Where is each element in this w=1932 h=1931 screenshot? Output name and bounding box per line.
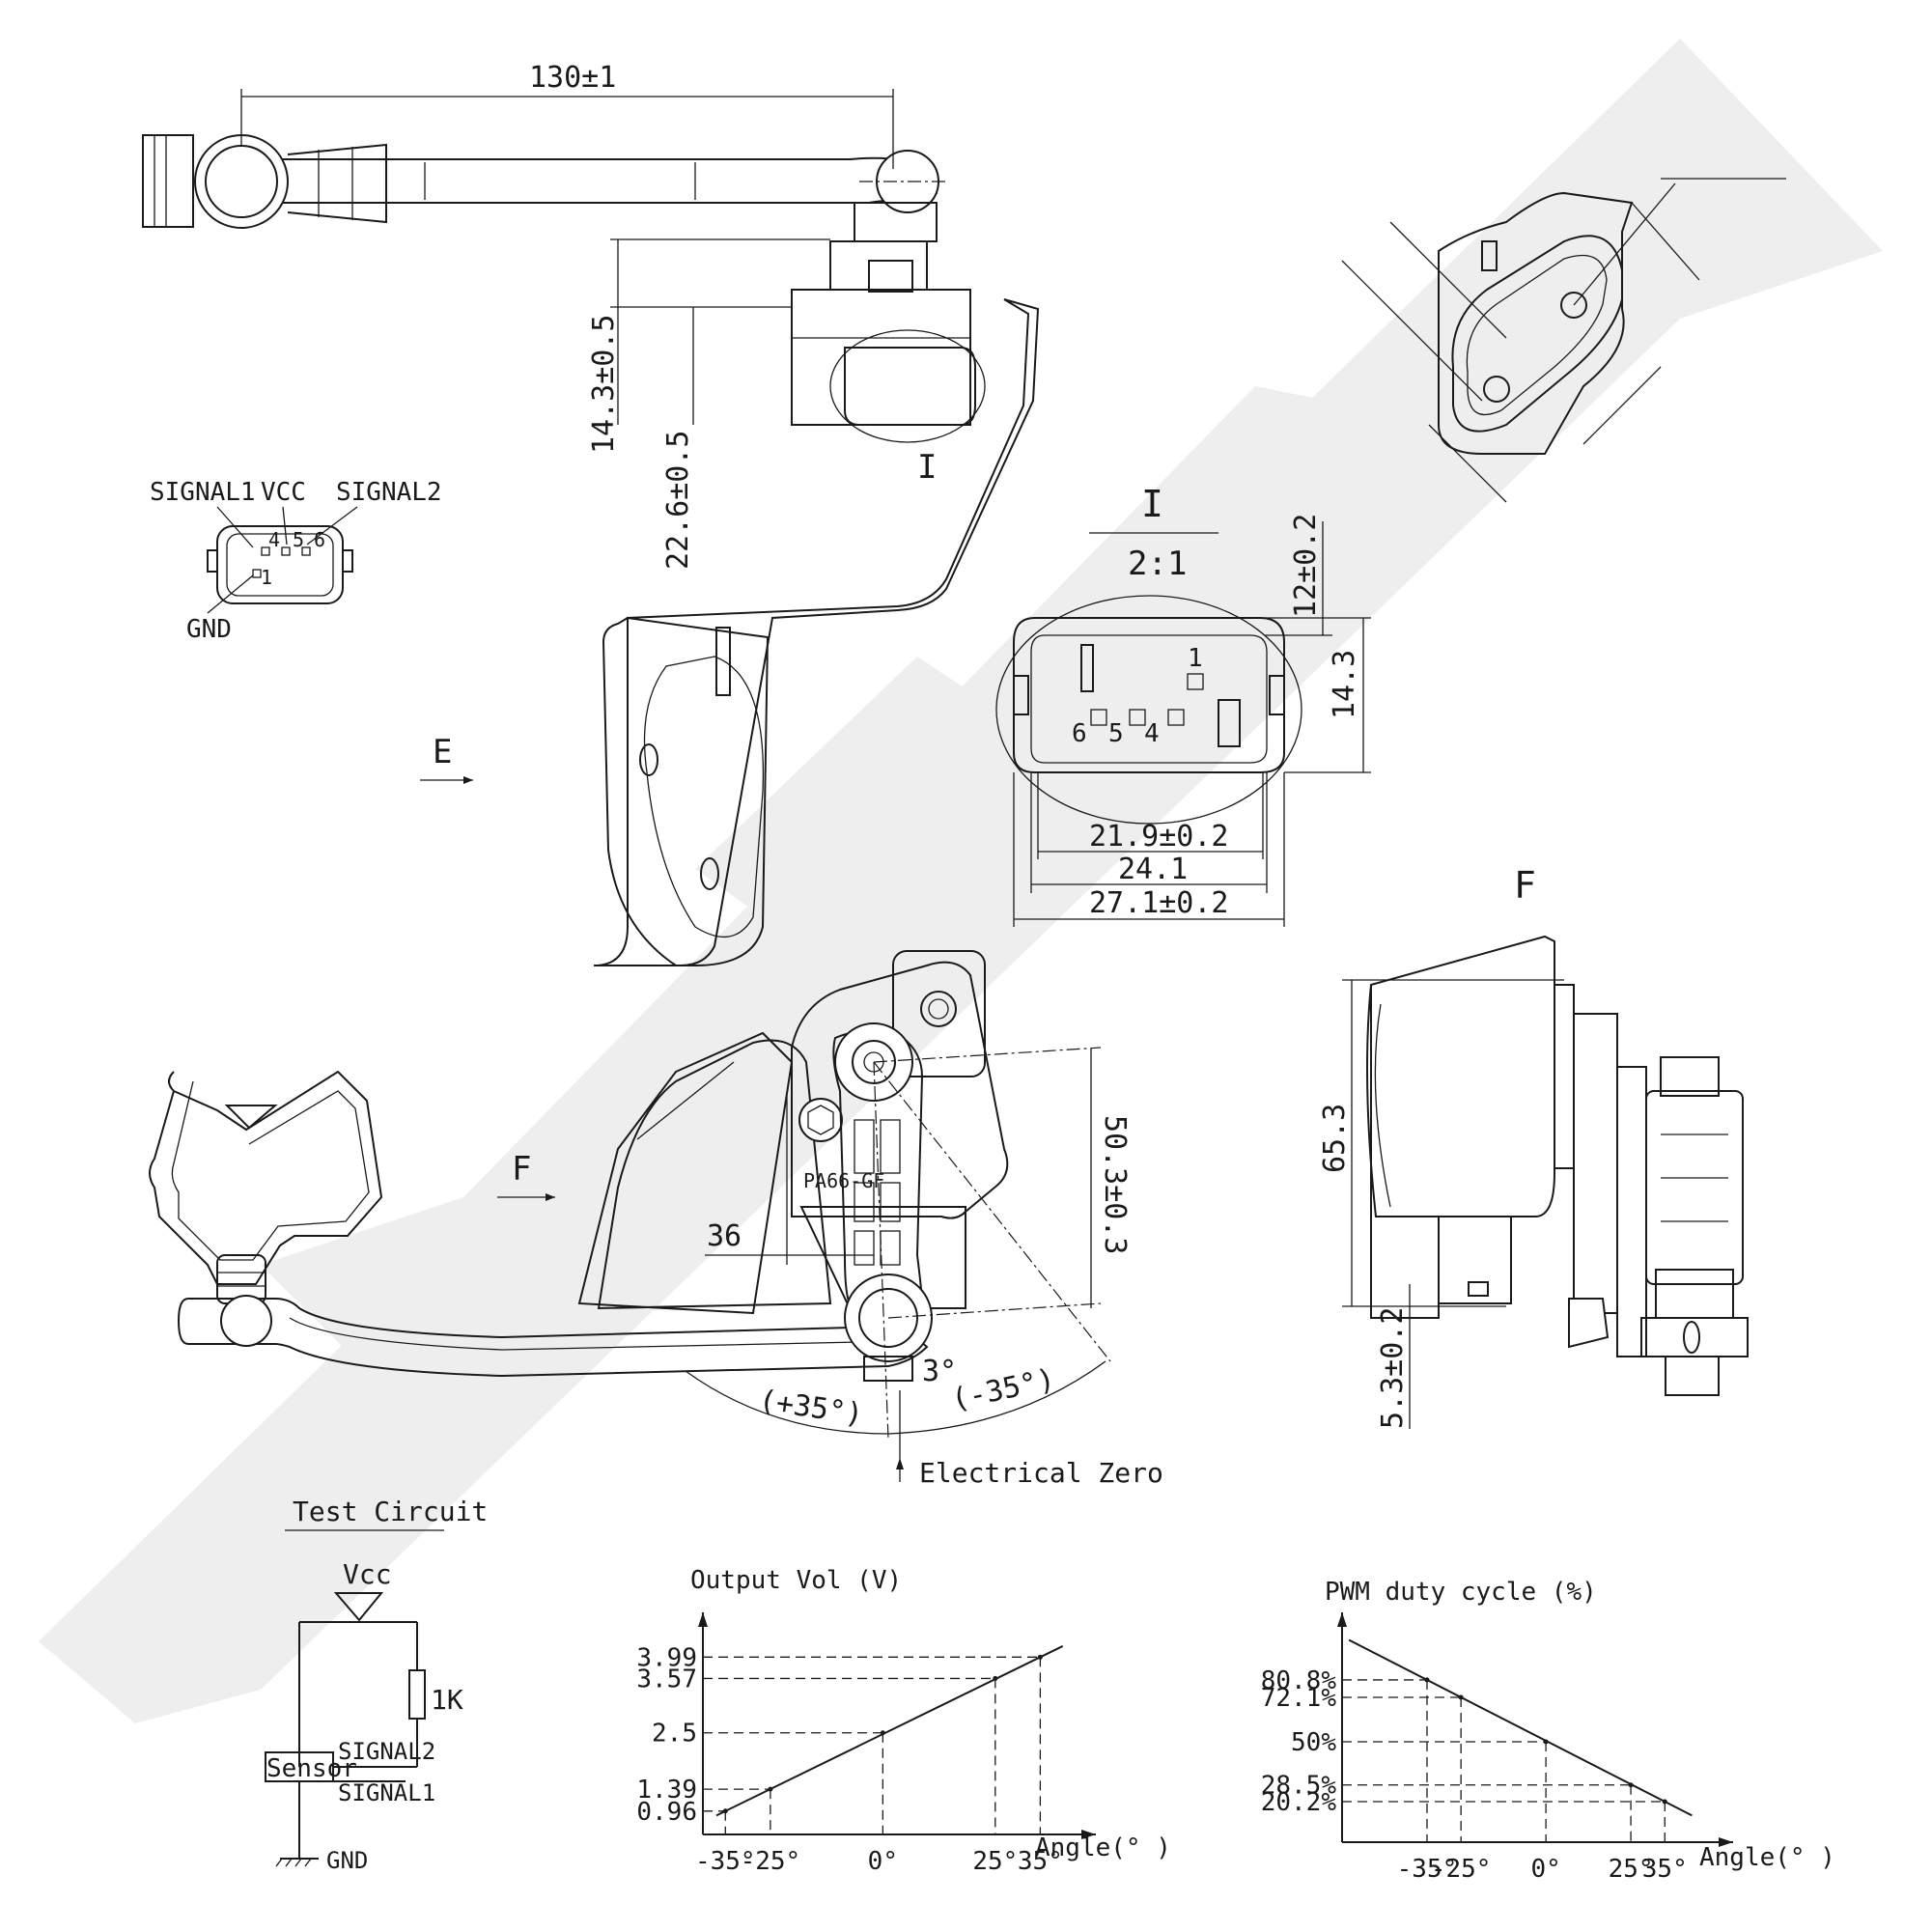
dim-arm-length: 130±1 <box>240 61 894 169</box>
pinout-signal2-label: SIGNAL2 <box>336 478 442 507</box>
dim-arm-offset-label: 36 <box>707 1219 742 1253</box>
voltage-chart-y-tick-label: 1.39 <box>636 1776 697 1805</box>
voltage-chart-x-tick-label: -25° <box>741 1847 801 1876</box>
detail-pin-6: 6 <box>1072 719 1087 748</box>
pinout-vcc-label: VCC <box>261 478 306 507</box>
test-circuit-sensor: Sensor <box>266 1754 357 1783</box>
test-circuit-signal1: SIGNAL1 <box>338 1779 435 1806</box>
voltage-chart-x-tick-label: 0° <box>868 1847 898 1876</box>
voltage-chart: Output Vol (V) Angle(° ) -35° 0.96 -25° 1.3… <box>636 1566 1171 1876</box>
detail-i-scale: 2:1 <box>1128 545 1187 583</box>
pwm-chart-y-tick-label: 50% <box>1291 1728 1336 1757</box>
voltage-chart-x-arrow <box>1081 1830 1096 1839</box>
pwm-chart-x-tick-label: 25° <box>1609 1855 1654 1884</box>
detail-dim-w3-label: 27.1±0.2 <box>1089 886 1229 920</box>
test-circuit-signal2: SIGNAL2 <box>338 1738 435 1765</box>
dim-heights: 14.3±0.5 22.6±0.5 <box>587 238 830 571</box>
voltage-chart-y-tick-label: 0.96 <box>636 1798 697 1827</box>
pwm-chart-y-tick-label: 20.2% <box>1261 1788 1337 1817</box>
view-arrow-e-label: E <box>433 733 452 771</box>
voltage-chart-x-tick-label: 25° <box>972 1847 1018 1876</box>
voltage-chart-y-tick-label: 2.5 <box>652 1720 697 1749</box>
voltage-chart-y-tick-label: 3.57 <box>636 1665 697 1693</box>
pinout-pin-1: 1 <box>261 566 272 589</box>
view-markers: I E F <box>420 448 937 1201</box>
test-circuit-gnd: GND <box>326 1847 368 1874</box>
dim-height-lower-label: 22.6±0.5 <box>661 431 695 571</box>
dim-arm-height-label: 50.3±0.3 <box>1098 1115 1132 1255</box>
voltage-chart-y-tick-label: 3.99 <box>636 1643 697 1672</box>
pinout-gnd-label: GND <box>186 615 232 644</box>
pwm-chart-x-tick-label: -35° <box>1397 1855 1458 1884</box>
dim-height-upper-label: 14.3±0.5 <box>587 315 621 455</box>
pwm-chart-xlabel: Angle(° ) <box>1699 1843 1835 1872</box>
side-view-f: F 65.3 5.3±0.2 <box>1318 864 1749 1429</box>
dim-angle-minus-label: (-35°) <box>948 1362 1057 1417</box>
view-marker-i: I <box>917 448 937 487</box>
voltage-chart-ylabel: Output Vol (V) <box>690 1566 902 1595</box>
pwm-chart-x-tick-label: 35° <box>1642 1855 1688 1884</box>
test-circuit-title: Test Circuit <box>293 1496 488 1527</box>
dim-angle-plus-label: (+35°) <box>757 1384 865 1432</box>
pinout-pin-5: 5 <box>293 528 304 551</box>
dim-arm-length-label: 130±1 <box>529 61 616 95</box>
connector-detail-i: I 2:1 1 4 5 6 12±0.2 14.3 21 <box>995 483 1371 927</box>
pwm-chart: PWM duty cycle (%) Angle(° ) -35° 80.8% -2… <box>1261 1578 1835 1884</box>
sensor-assembly-top-view <box>142 134 1040 966</box>
pinout-pin-6: 6 <box>314 528 325 551</box>
pwm-chart-x-tick-label: -25° <box>1431 1855 1492 1884</box>
detail-dim-height-top-label: 12±0.2 <box>1289 514 1323 618</box>
detail-pin-1: 1 <box>1188 644 1203 673</box>
electrical-zero-label: Electrical Zero <box>919 1457 1163 1489</box>
holder-e-view <box>1341 178 1786 503</box>
detail-dim-w1-label: 21.9±0.2 <box>1089 820 1229 854</box>
view-arrow-f-label: F <box>512 1150 531 1189</box>
detail-dim-w2-label: 24.1 <box>1118 853 1188 886</box>
pwm-chart-x-tick-label: 0° <box>1530 1855 1560 1884</box>
pwm-chart-y-arrow <box>1337 1612 1347 1627</box>
brand-watermark <box>39 39 1883 1723</box>
voltage-chart-x-tick-label: -35° <box>695 1847 756 1876</box>
dim-f-offset-label: 5.3±0.2 <box>1376 1307 1410 1429</box>
detail-i-title: I <box>1141 483 1163 525</box>
detail-dim-height-label: 14.3 <box>1328 650 1361 719</box>
voltage-chart-series-line <box>715 1645 1064 1817</box>
detail-pin-5: 5 <box>1108 719 1124 748</box>
sensor-front-view: PA66-GF <box>149 950 1111 1440</box>
view-f-title: F <box>1514 864 1536 907</box>
test-circuit-resistor: 1K <box>431 1684 463 1716</box>
detail-pin-4: 4 <box>1144 719 1160 748</box>
pwm-chart-series-line <box>1348 1638 1693 1817</box>
pinout-signal1-label: SIGNAL1 <box>150 478 256 507</box>
voltage-chart-xlabel: Angle(° ) <box>1035 1833 1171 1862</box>
pwm-chart-y-tick-label: 80.8% <box>1261 1666 1337 1695</box>
test-circuit: Test Circuit Vcc 1K Sensor SIGNAL2 SIGNA… <box>265 1496 488 1874</box>
dim-angle-offset-label: 3° <box>922 1355 957 1388</box>
pwm-chart-ylabel: PWM duty cycle (%) <box>1325 1578 1597 1607</box>
connector-pinout: SIGNAL1 VCC SIGNAL2 4 5 6 1 GND <box>150 478 442 644</box>
dim-f-height-label: 65.3 <box>1318 1104 1352 1173</box>
pwm-chart-x-arrow <box>1719 1837 1733 1847</box>
voltage-chart-x-tick-label: 35° <box>1018 1847 1063 1876</box>
pinout-pin-4: 4 <box>268 528 280 551</box>
voltage-chart-y-arrow <box>698 1612 708 1627</box>
pwm-chart-y-tick-label: 28.5% <box>1261 1772 1337 1801</box>
test-circuit-vcc: Vcc <box>343 1558 392 1590</box>
pwm-chart-y-tick-label: 72.1% <box>1261 1684 1337 1713</box>
